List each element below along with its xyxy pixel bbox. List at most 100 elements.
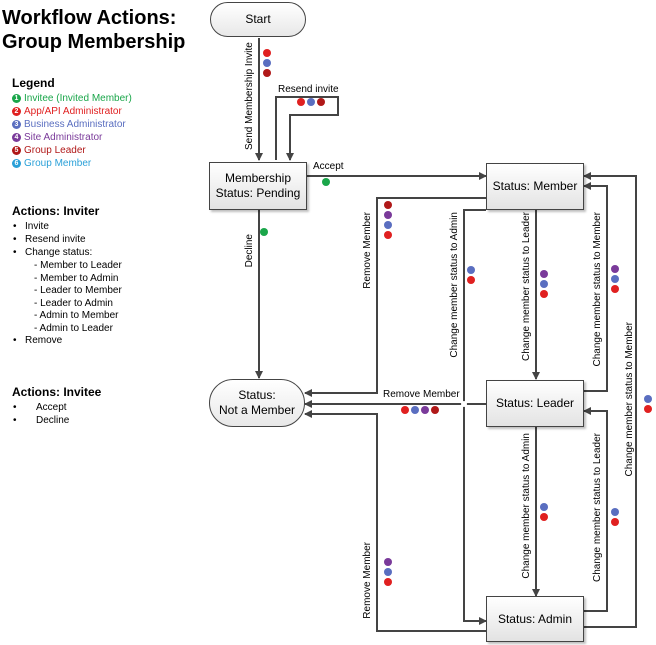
label-member-to-leader: Change member status to Leader: [521, 212, 532, 361]
diagram-title: Workflow Actions: Group Membership: [2, 7, 186, 53]
legend-number-icon: 2: [12, 107, 21, 116]
invitee-item: Accept: [12, 401, 101, 414]
role-badge-2: [540, 290, 548, 298]
label-accept: Accept: [313, 161, 344, 172]
role-badge-2: [297, 98, 305, 106]
node-membership-pending: Membership Status: Pending: [209, 162, 307, 210]
legend-item-label: App/API Administrator: [24, 106, 122, 117]
role-badge-3: [384, 221, 392, 229]
role-badge-3: [611, 508, 619, 516]
line-hop: [461, 401, 467, 407]
role-badge-2: [611, 285, 619, 293]
legend-number-icon: 5: [12, 146, 21, 155]
edge-remove-member-1: [304, 197, 486, 397]
label-admin-to-member: Change member status to Member: [624, 322, 635, 477]
node-status-member: Status: Member: [486, 163, 584, 210]
role-badge-3: [307, 98, 315, 106]
role-badge-3: [644, 395, 652, 403]
role-badge-2: [611, 518, 619, 526]
label-resend: Resend invite: [278, 84, 339, 95]
inviter-item: Resend invite: [12, 233, 122, 246]
edge-remove-member-3: [304, 410, 486, 632]
badges-leader-to-admin: [540, 503, 548, 521]
inviter-item: Invite: [12, 220, 122, 233]
role-badge-4: [611, 265, 619, 273]
role-badge-4: [421, 406, 429, 414]
label-remove-member-2: Remove Member: [383, 389, 460, 400]
legend-number-icon: 3: [12, 120, 21, 129]
badges-resend: [297, 98, 325, 106]
inviter-subitem: - Leader to Member: [34, 285, 122, 296]
role-badge-2: [644, 405, 652, 413]
label-member-to-admin: Change member status to Admin: [449, 212, 460, 358]
badges-accept: [322, 178, 330, 186]
role-badge-3: [540, 503, 548, 511]
inviter-subitem: - Leader to Admin: [34, 297, 113, 309]
inviter-subitem: - Admin to Member: [34, 310, 119, 321]
role-badge-4: [384, 211, 392, 219]
badges-decline: [260, 228, 268, 236]
role-badge-3: [540, 280, 548, 288]
role-badge-5: [384, 201, 392, 209]
role-badge-3: [411, 406, 419, 414]
legend-item-label: Invitee (Invited Member): [24, 93, 132, 104]
badges-admin-to-member: [644, 395, 652, 413]
role-badge-3: [611, 275, 619, 283]
label-remove-member-1: Remove Member: [362, 212, 373, 289]
role-badge-2: [401, 406, 409, 414]
edge-admin-to-member: [583, 172, 637, 628]
badges-remove-member-2: [401, 406, 439, 414]
legend-item-label: Site Administrator: [24, 132, 103, 143]
role-badge-2: [263, 49, 271, 57]
label-send-invite: Send Membership Invite: [244, 42, 255, 150]
inviter-item: Remove: [12, 334, 122, 347]
legend-heading: Legend: [12, 76, 55, 90]
role-badge-5: [317, 98, 325, 106]
badges-admin-to-leader: [611, 508, 619, 526]
label-leader-to-admin: Change member status to Admin: [521, 433, 532, 579]
inviter-subitem: - Member to Leader: [34, 260, 122, 271]
role-badge-3: [467, 266, 475, 274]
node-status-leader: Status: Leader: [486, 380, 584, 427]
badges-member-to-leader: [540, 270, 548, 298]
inviter-subitem: - Admin to Leader: [34, 322, 113, 334]
role-badge-1: [322, 178, 330, 186]
role-badge-2: [467, 276, 475, 284]
role-badge-2: [384, 578, 392, 586]
role-badge-5: [263, 69, 271, 77]
invitee-item: Decline: [12, 414, 101, 427]
role-badge-4: [540, 270, 548, 278]
legend-item-label: Group Member: [24, 158, 92, 169]
label-leader-to-member: Change member status to Member: [592, 212, 603, 367]
inviter-subitem: - Member to Admin: [34, 272, 119, 284]
legend-number-icon: 6: [12, 159, 21, 168]
edge-admin-to-leader: [583, 407, 608, 612]
role-badge-5: [431, 406, 439, 414]
node-not-a-member: Status: Not a Member: [209, 379, 305, 427]
badges-remove-member-1: [384, 201, 392, 239]
role-badge-3: [384, 568, 392, 576]
role-badge-1: [260, 228, 268, 236]
label-decline: Decline: [244, 234, 255, 268]
badges-leader-to-member: [611, 265, 619, 293]
label-remove-member-3: Remove Member: [362, 542, 373, 619]
invitee-heading: Actions: Invitee: [12, 385, 102, 399]
edge-member-to-admin: [463, 209, 487, 625]
badges-member-to-admin: [467, 266, 475, 284]
label-admin-to-leader: Change member status to Leader: [592, 433, 603, 582]
inviter-item: Change status:: [12, 246, 122, 259]
node-status-admin: Status: Admin: [486, 596, 584, 642]
legend-number-icon: 4: [12, 133, 21, 142]
edge-leader-to-member: [583, 182, 608, 392]
invitee-actions: Actions: Invitee Accept Decline: [12, 385, 102, 428]
role-badge-3: [263, 59, 271, 67]
edge-resend-invite: [275, 96, 339, 161]
inviter-heading: Actions: Inviter: [12, 204, 100, 218]
legend-number-icon: 1: [12, 94, 21, 103]
